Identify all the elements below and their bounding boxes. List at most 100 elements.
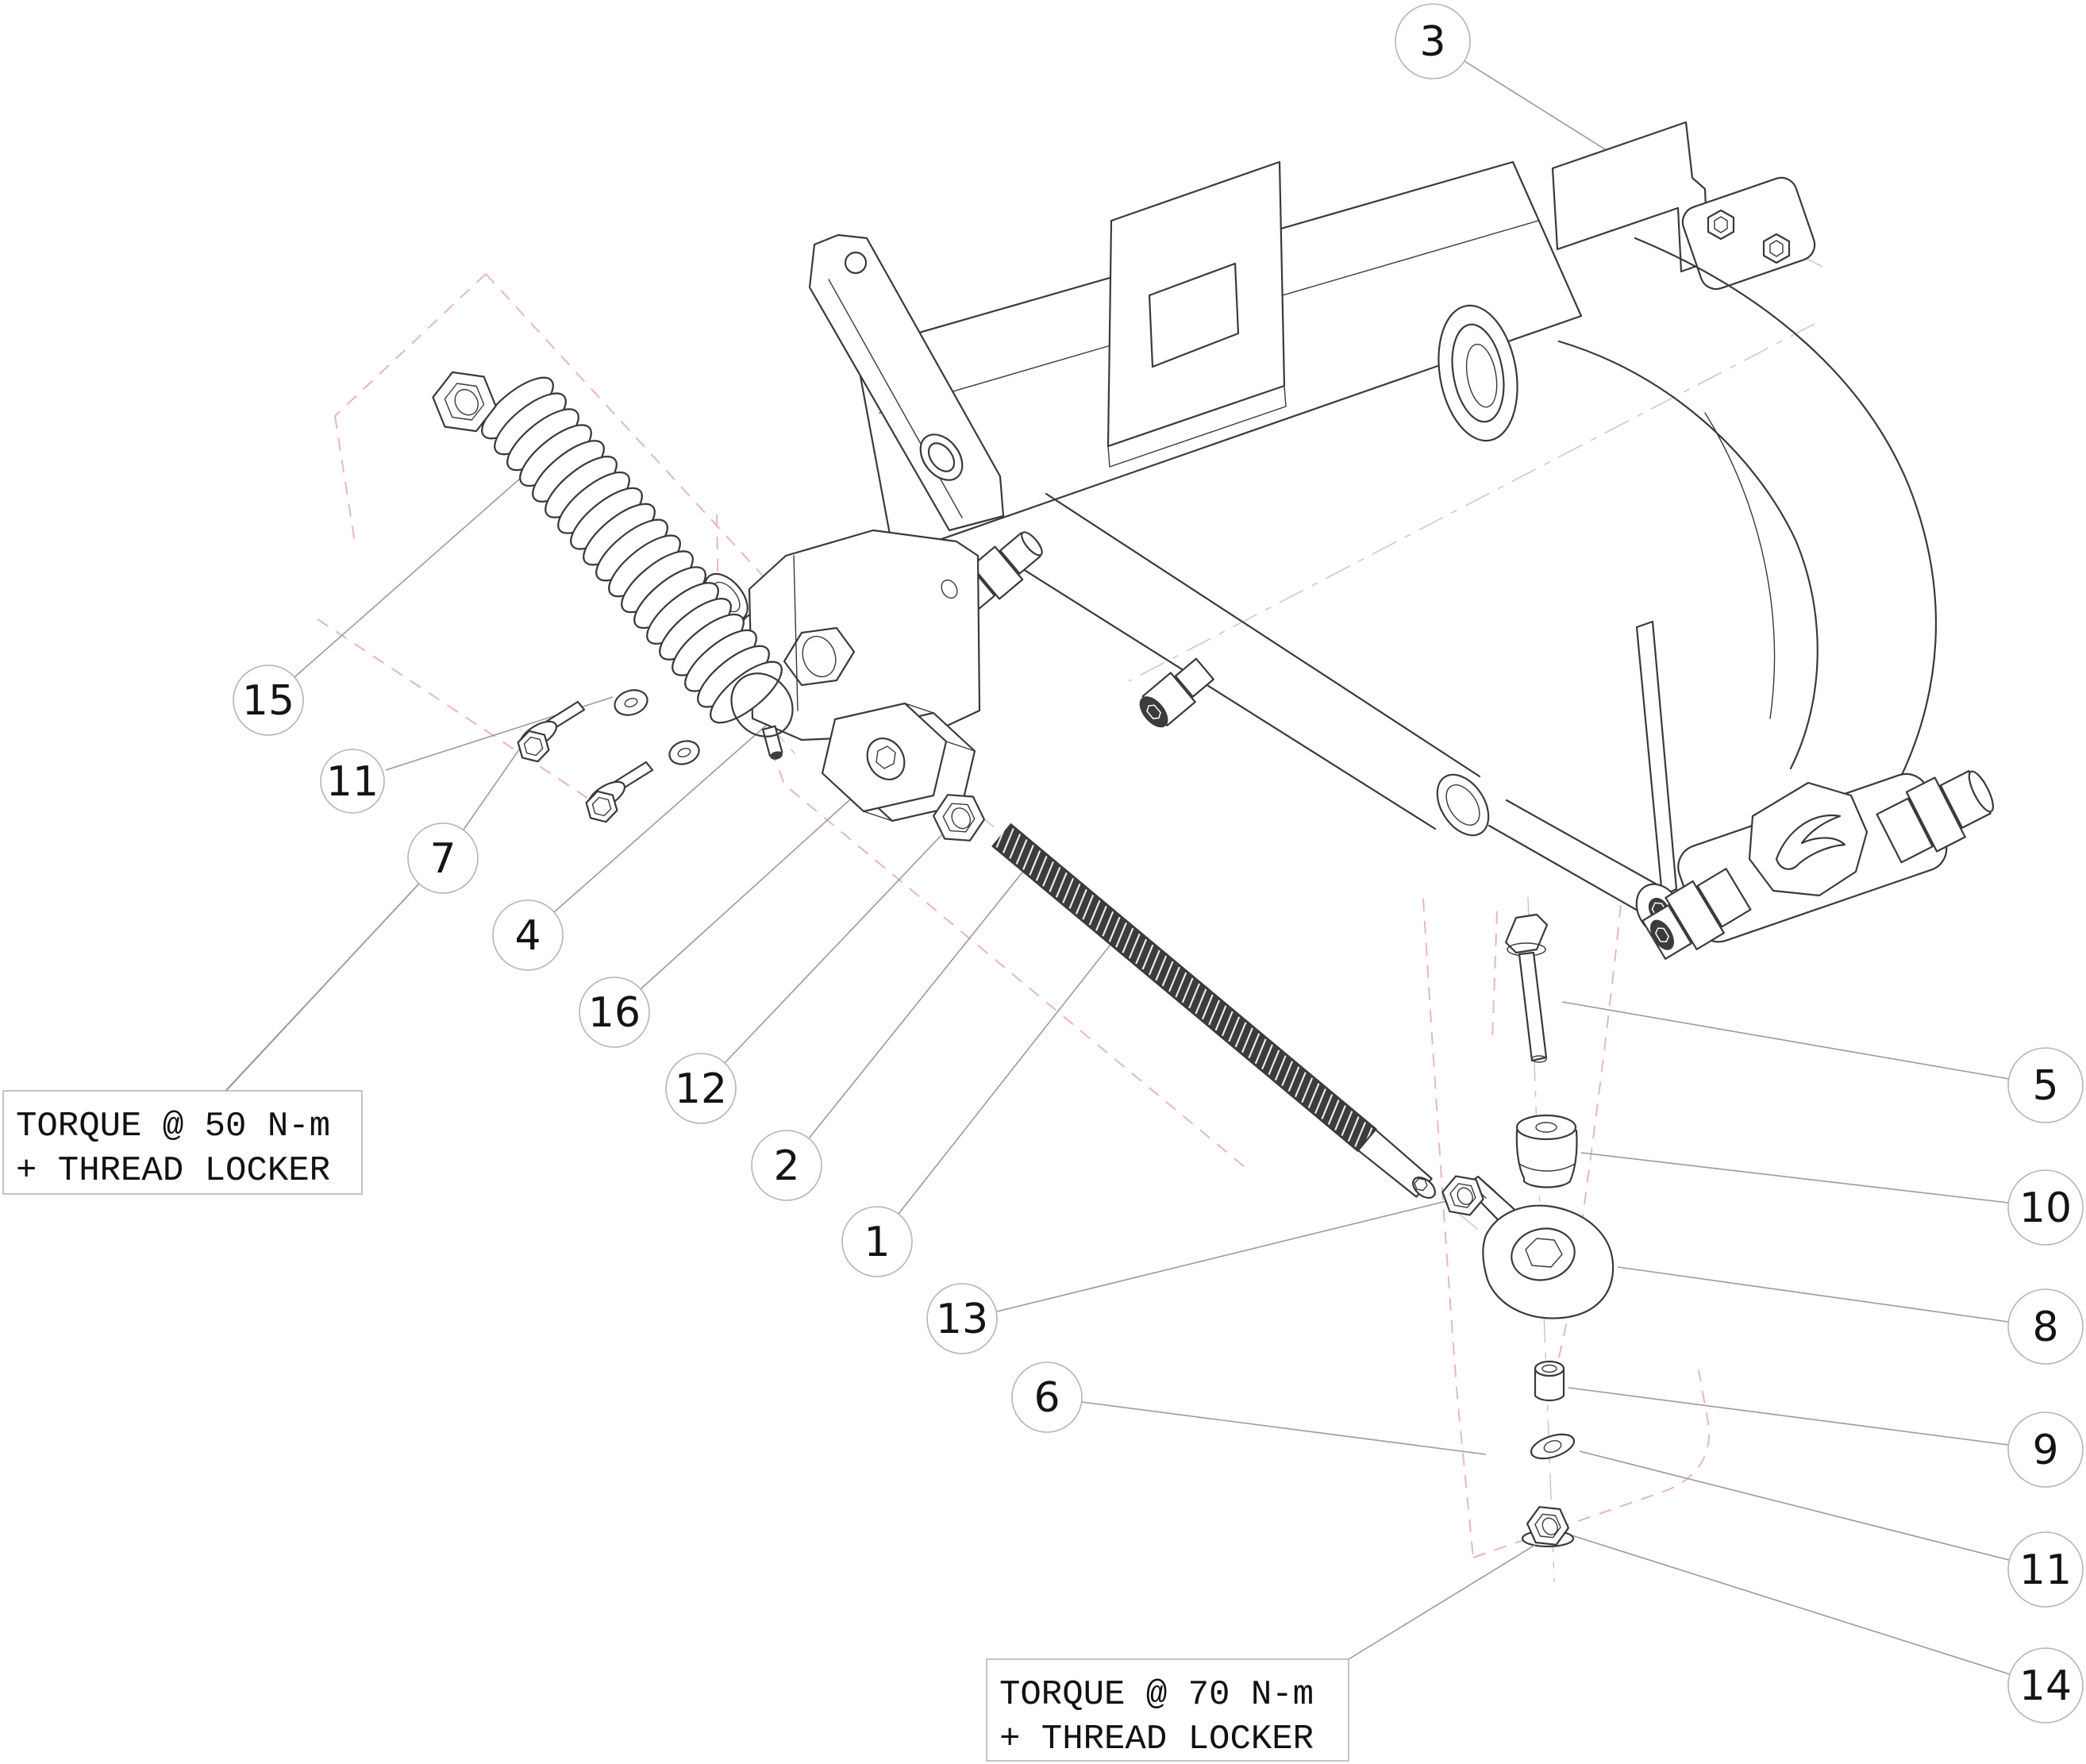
callout-circle[interactable] xyxy=(2007,1047,2084,1123)
thread-line xyxy=(1327,1100,1340,1125)
callout-2[interactable]: 2 xyxy=(751,1130,822,1201)
callout-circle[interactable] xyxy=(407,822,479,894)
flange-bolt-part7-a xyxy=(517,700,586,763)
thread-line xyxy=(1354,1122,1367,1147)
callout-circle[interactable] xyxy=(492,899,564,971)
callout-circle[interactable] xyxy=(2007,1531,2084,1608)
callout-number: 8 xyxy=(2032,1304,2058,1351)
callout-7[interactable]: 7 xyxy=(407,822,479,894)
leader-line xyxy=(463,733,531,830)
callout-8[interactable]: 8 xyxy=(2007,1288,2084,1365)
callout-circle[interactable] xyxy=(320,749,385,814)
rod-hex-socket xyxy=(1414,1177,1428,1192)
washer-part11-lower xyxy=(1530,1433,1576,1460)
note-leader-line xyxy=(1348,1544,1536,1660)
leader-line xyxy=(724,834,942,1064)
adjuster-nut-part12 xyxy=(932,794,986,842)
callout-circle[interactable] xyxy=(1011,1362,1083,1433)
return-spring-part15 xyxy=(481,376,794,738)
callout-15[interactable]: 15 xyxy=(233,664,304,736)
stand-leg-right xyxy=(1557,237,1938,853)
spring-coil xyxy=(710,661,783,724)
thread-line xyxy=(1254,1038,1267,1065)
callout-number: 11 xyxy=(326,758,379,806)
callout-circle[interactable] xyxy=(841,1206,913,1277)
callout-9[interactable]: 9 xyxy=(2007,1412,2084,1488)
callout-number: 10 xyxy=(2019,1184,2072,1232)
callout-circle[interactable] xyxy=(751,1130,822,1201)
thread-line xyxy=(1301,1077,1314,1103)
callout-circle[interactable] xyxy=(233,664,304,736)
callout-10[interactable]: 10 xyxy=(2007,1169,2084,1246)
brand-emblem-icon xyxy=(1748,781,1869,897)
thread-line xyxy=(1088,899,1101,926)
callout-1[interactable]: 1 xyxy=(841,1206,913,1277)
callout-number: 4 xyxy=(514,912,541,960)
callout-6[interactable]: 6 xyxy=(1011,1362,1083,1433)
callout-circle[interactable] xyxy=(2007,1288,2084,1365)
thread-line xyxy=(1248,1033,1260,1059)
washer-part11-b xyxy=(668,740,700,765)
callout-circle[interactable] xyxy=(665,1053,737,1124)
note-text-line: + THREAD LOCKER xyxy=(16,1151,330,1191)
locknut-part13 xyxy=(1441,1175,1484,1216)
note-text-line: TORQUE @ 70 N-m xyxy=(999,1675,1314,1715)
flange-bolt-part7-b xyxy=(585,761,654,823)
flanged-nut-part14 xyxy=(1521,1506,1575,1548)
callout-11[interactable]: 11 xyxy=(2007,1531,2084,1608)
callout-number: 14 xyxy=(2019,1662,2072,1710)
thread-line xyxy=(1128,933,1141,959)
callout-circle[interactable] xyxy=(2007,1647,2084,1724)
callout-circle[interactable] xyxy=(1395,3,1471,79)
callout-3[interactable]: 3 xyxy=(1395,3,1471,79)
callout-13[interactable]: 13 xyxy=(926,1283,998,1354)
callout-5[interactable]: 5 xyxy=(2007,1047,2084,1123)
note-torque-70: TORQUE @ 70 N-m + THREAD LOCKER xyxy=(986,1544,1536,1762)
thread-line xyxy=(1294,1072,1307,1098)
thread-line xyxy=(1168,966,1180,992)
callout-number: 9 xyxy=(2032,1427,2058,1474)
callout-12[interactable]: 12 xyxy=(665,1053,737,1124)
thread-line xyxy=(1175,972,1187,998)
callout-circle[interactable] xyxy=(926,1283,998,1354)
note-text-line: + THREAD LOCKER xyxy=(999,1720,1314,1759)
leader-line xyxy=(294,453,548,678)
thread-line xyxy=(1022,845,1034,870)
callout-circle[interactable] xyxy=(2007,1169,2084,1246)
callout-4[interactable]: 4 xyxy=(492,899,564,971)
thread-line xyxy=(1314,1088,1326,1115)
thread-line xyxy=(1062,877,1075,903)
note-torque-50: TORQUE @ 50 N-m + THREAD LOCKER xyxy=(2,883,420,1195)
thread-line xyxy=(1188,983,1200,1009)
callout-circle[interactable] xyxy=(2007,1412,2084,1488)
thread-line xyxy=(1234,1022,1247,1048)
thread-line xyxy=(1161,961,1174,987)
thread-line xyxy=(1055,872,1068,898)
thread-line xyxy=(1201,994,1214,1020)
spring-hook xyxy=(730,672,794,738)
thread-line xyxy=(1307,1083,1320,1109)
note-leader-line xyxy=(225,883,420,1092)
note-text-line: TORQUE @ 50 N-m xyxy=(16,1107,330,1146)
ghost-spring-box xyxy=(317,273,799,799)
callout-11[interactable]: 11 xyxy=(320,749,385,814)
thread-line xyxy=(1135,938,1148,965)
stop-tab xyxy=(1635,620,1678,897)
mounting-plate-part3 xyxy=(1681,176,1816,291)
cross-tube xyxy=(1000,492,1683,937)
thread-line xyxy=(1102,911,1114,937)
leader-line xyxy=(1561,1001,2010,1080)
thread-line xyxy=(1195,988,1207,1015)
callout-circle[interactable] xyxy=(579,976,650,1048)
thread-line xyxy=(1208,999,1221,1026)
callout-16[interactable]: 16 xyxy=(579,976,650,1048)
leader-line xyxy=(1617,1266,2009,1323)
thread-line xyxy=(1042,861,1054,887)
leader-line xyxy=(808,852,1039,1139)
callout-number: 16 xyxy=(588,989,641,1037)
spacer-part9 xyxy=(1534,1360,1565,1402)
thread-line xyxy=(1075,888,1087,915)
callout-14[interactable]: 14 xyxy=(2007,1647,2084,1724)
